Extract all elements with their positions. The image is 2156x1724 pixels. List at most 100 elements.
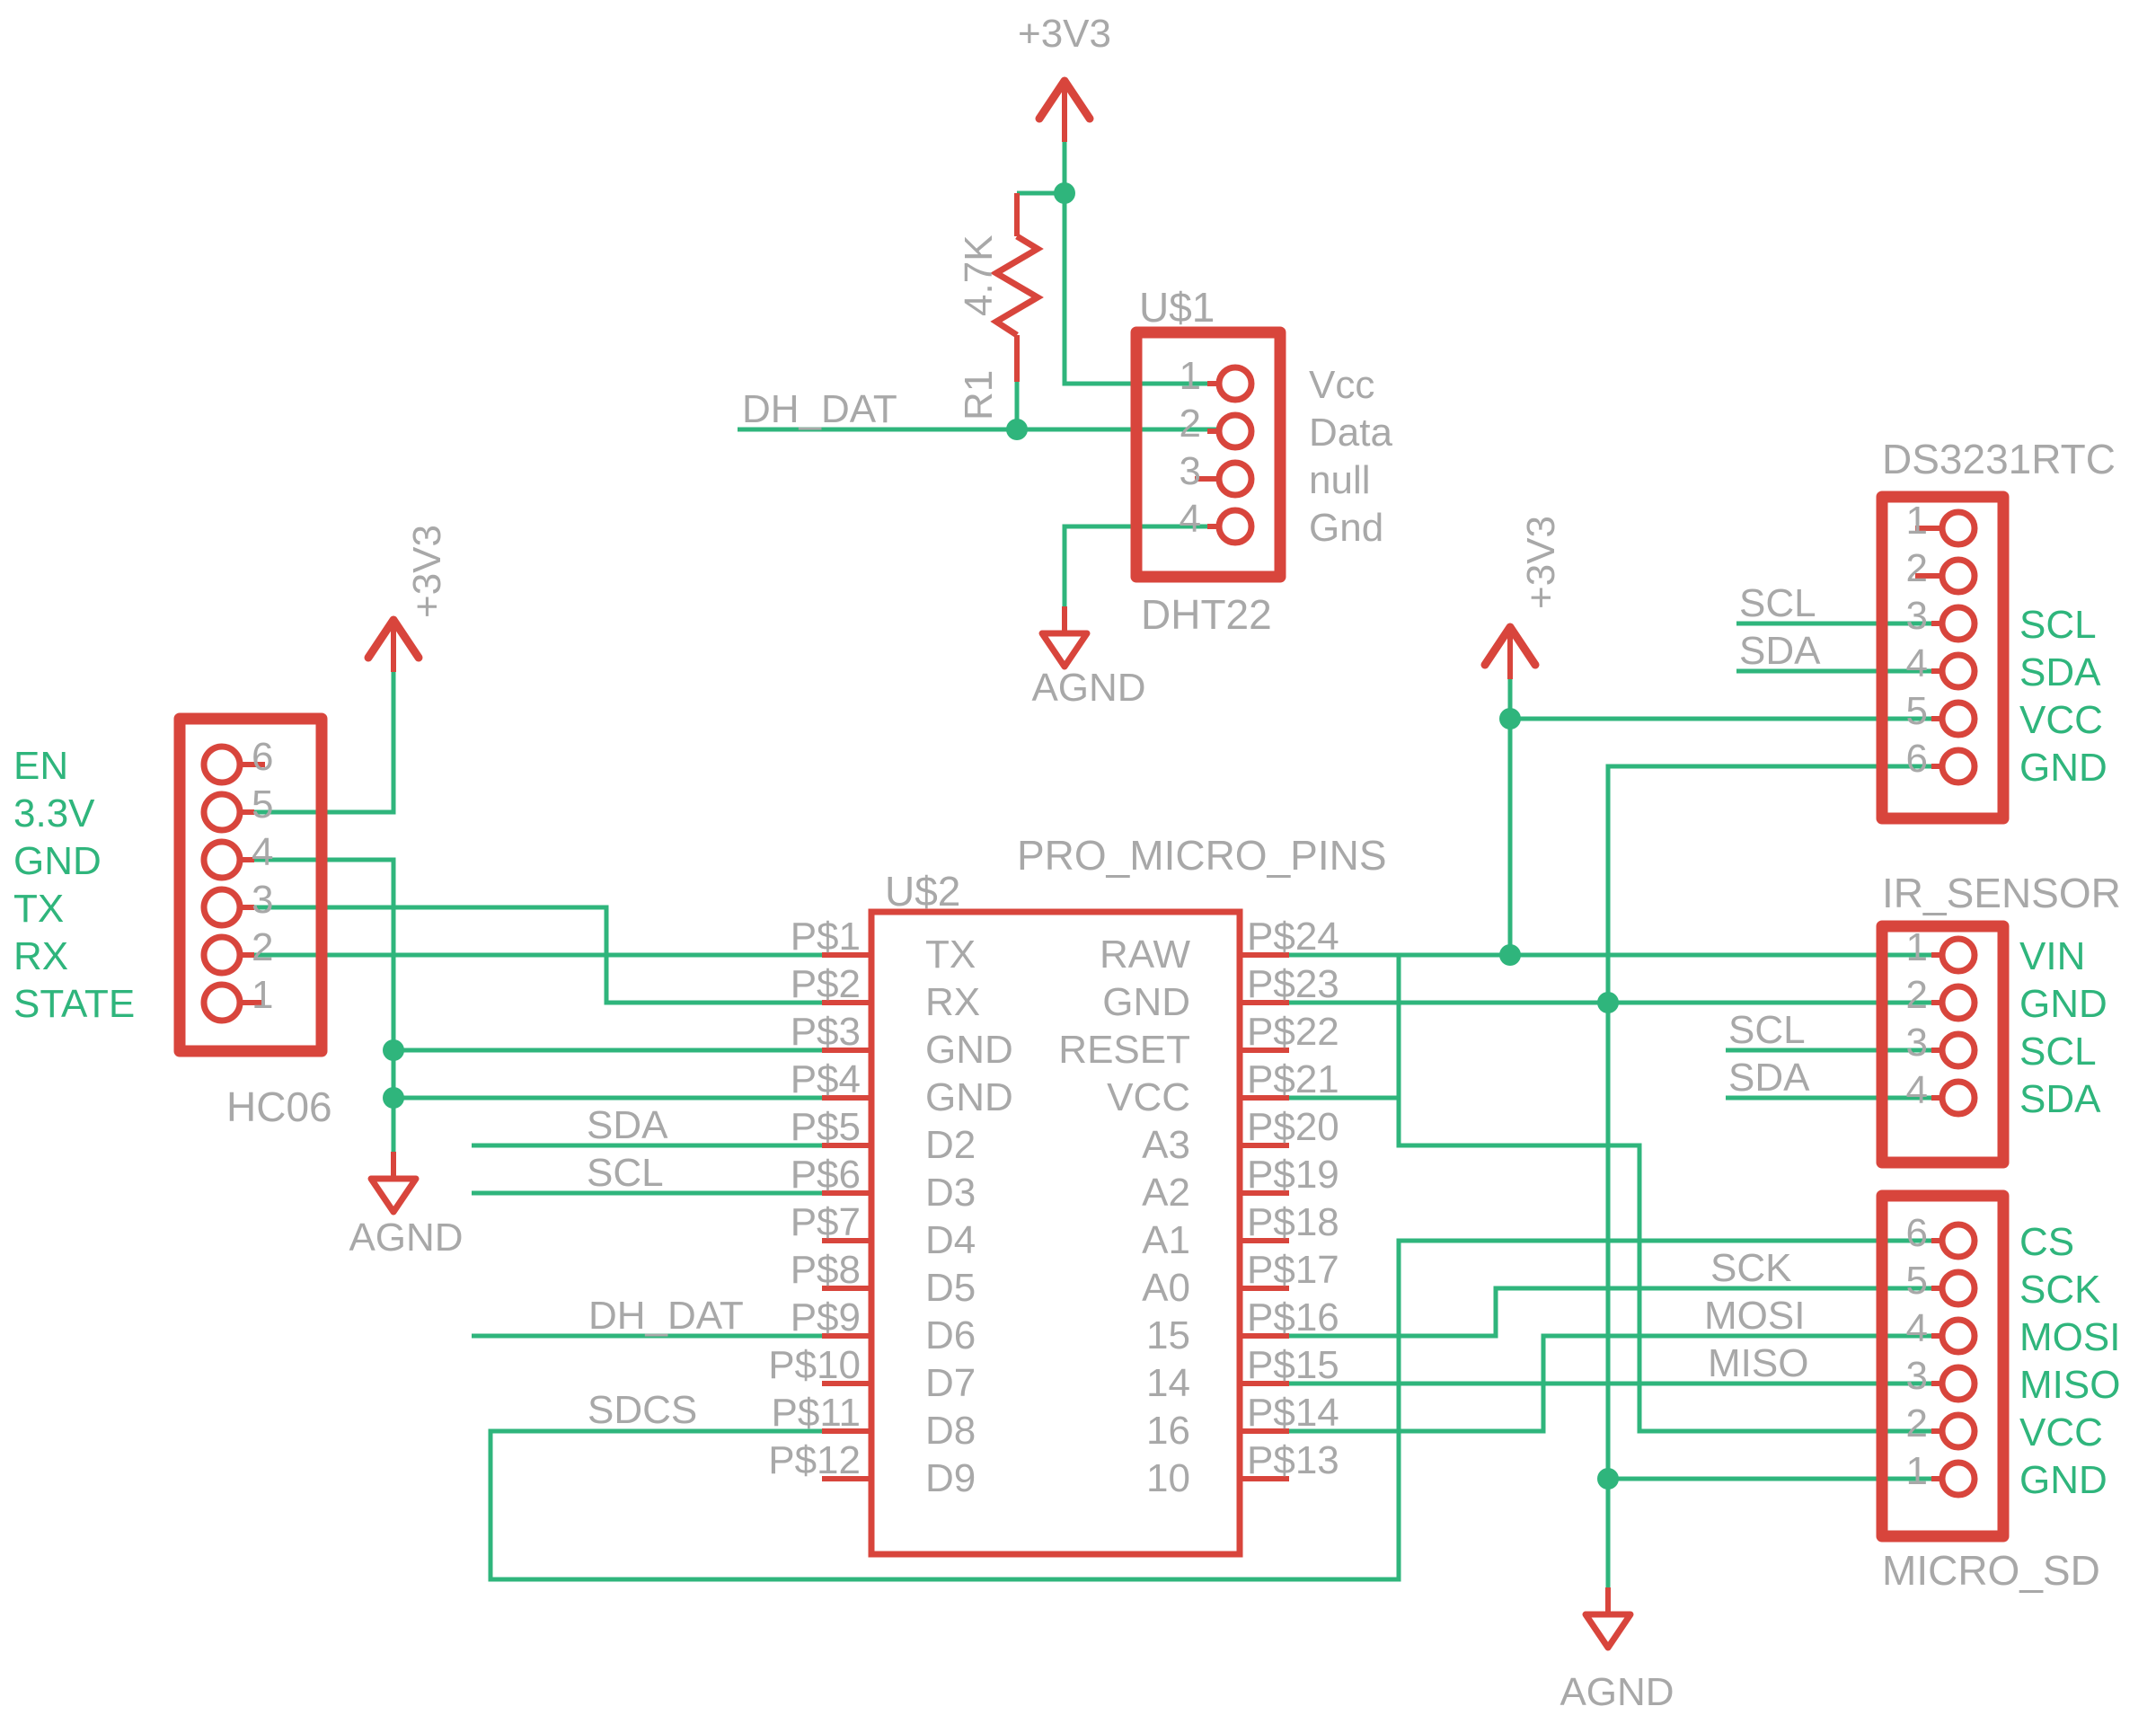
pad-label: P$9 [791, 1295, 861, 1339]
pro-micro-left-leads [822, 952, 871, 1481]
ir-pin-label: SDA [2019, 1077, 2101, 1121]
junction-3v3-dsvcc [1499, 708, 1521, 729]
supply-label: +3V3 [1018, 12, 1111, 56]
sd-pin-label: CS [2019, 1220, 2074, 1264]
dht22-name: DHT22 [1141, 591, 1272, 638]
hc06-pin-label: GND [13, 839, 102, 883]
resistor-zigzag-icon [990, 234, 1044, 338]
pin-name: GND [925, 1028, 1013, 1072]
sd-pin-label: VCC [2019, 1410, 2103, 1454]
pad-label: P$11 [772, 1391, 862, 1435]
pin-name: RESET [1058, 1028, 1190, 1072]
ground-agnd-top: AGND [1031, 606, 1146, 710]
gnd-label: AGND [349, 1216, 463, 1260]
net-label-dhdat-top: DH_DAT [742, 387, 897, 431]
sd-pin-lead [1931, 1238, 1942, 1481]
pin-name: RAW [1100, 933, 1190, 977]
supply-3v3-left: +3V3 [364, 525, 449, 672]
junction-gnd-sd [1597, 1468, 1619, 1490]
net-label-sd-mosi: MOSI [1704, 1294, 1805, 1338]
ir-pin-number: 2 [1906, 973, 1928, 1017]
ds3231-pin-circle-3 [1939, 604, 1978, 643]
pro-micro-body [868, 908, 1243, 1558]
hc06-pin-number: 4 [252, 830, 273, 874]
pad-label: P$23 [1247, 962, 1339, 1006]
pad-label: P$6 [791, 1153, 861, 1197]
dht22-pin-label: Vcc [1309, 363, 1374, 407]
up-arrow-icon [1035, 76, 1094, 123]
hc06-pin-label: RX [13, 934, 68, 978]
up-arrow-icon [364, 615, 423, 662]
ir-pin-number: 4 [1906, 1068, 1928, 1112]
ir-sensor-body [1876, 920, 2010, 1169]
supply-label: +3V3 [405, 525, 449, 618]
ds3231-pin-number: 6 [1906, 737, 1928, 781]
ds3231-body [1876, 491, 2010, 825]
ir-pin-circle-3 [1939, 1030, 1978, 1070]
gnd-label: AGND [1031, 666, 1145, 710]
junction-gnd-p4 [383, 1087, 404, 1109]
net-label-sdcs: SDCS [588, 1388, 697, 1432]
hc06-pin-circle-5 [200, 791, 243, 834]
pin-name: 15 [1146, 1313, 1190, 1357]
net-labels: DH_DAT SDA SCL DH_DAT SDCS SCL SDA SCL S… [587, 387, 1821, 1432]
sd-pin-number: 2 [1906, 1401, 1928, 1446]
dht22-pin-lead [1195, 381, 1219, 529]
wire-dht-gnd-to-agnd [1062, 524, 1219, 606]
hc06-pin-label: TX [13, 887, 64, 931]
dht22-pin-label: Data [1309, 411, 1392, 455]
sd-pin-number: 3 [1906, 1354, 1928, 1398]
ds3231-pin-label: VCC [2019, 698, 2103, 742]
hc06-pin-number: 5 [252, 782, 273, 827]
pin-name: D3 [925, 1171, 976, 1215]
ds3231-pin-lead [1915, 526, 1942, 769]
sd-pin-circle-3 [1939, 1364, 1978, 1403]
supply-label: +3V3 [1519, 516, 1563, 609]
hc06-pin-number: 3 [252, 878, 273, 922]
component-dht22: U$1 DHT22 1 2 3 4 Vcc Data null Gnd [1130, 284, 1392, 638]
ir-pin-circle-4 [1939, 1078, 1978, 1118]
pin-name: D9 [925, 1456, 976, 1500]
junction-3v3-raw [1499, 944, 1521, 966]
junction-3v3-top [1054, 182, 1075, 204]
wire-3v3-snake-to-sd-vcc [1396, 955, 1931, 1434]
pad-label: P$19 [1247, 1153, 1339, 1197]
wire-3v3-to-dht-vcc [1062, 193, 1219, 386]
pad-label: P$22 [1247, 1010, 1339, 1054]
hc06-pin-lead [240, 762, 265, 1005]
pin-name: RX [925, 980, 980, 1024]
junction-dhdat [1006, 419, 1028, 440]
wire-hc06-33v-to-3v3 [243, 672, 396, 815]
hc06-pin-circle-6 [200, 743, 243, 786]
hc06-body [173, 712, 328, 1057]
gnd-triangle-icon [367, 1175, 420, 1216]
dht22-pin-circle-4 [1215, 507, 1255, 546]
hc06-pin-circle-2 [200, 933, 243, 977]
pin-name: 10 [1146, 1456, 1190, 1500]
pad-label: P$21 [1247, 1057, 1339, 1101]
sd-pin-number: 5 [1906, 1259, 1928, 1303]
net-label-sd-sck: SCK [1710, 1246, 1791, 1290]
ds3231-pin-circle-2 [1939, 556, 1978, 596]
hc06-pin-number: 1 [252, 973, 273, 1017]
supply-3v3-top: +3V3 [1018, 12, 1111, 142]
ds3231-pin-number: 4 [1906, 641, 1928, 685]
gnd-triangle-icon [1038, 630, 1091, 670]
pad-label: P$3 [791, 1010, 861, 1054]
ds3231-pin-number: 5 [1906, 689, 1928, 733]
pin-name: D4 [925, 1218, 976, 1262]
ds3231-pin-circle-5 [1939, 699, 1978, 738]
pad-label: P$16 [1247, 1295, 1339, 1339]
ir-pin-number: 1 [1906, 925, 1928, 969]
hc06-pin-label: STATE [13, 982, 135, 1026]
pin-name: GND [1102, 980, 1190, 1024]
ir-pin-label: VIN [2019, 934, 2085, 978]
pad-label: P$5 [791, 1105, 861, 1149]
pro-micro-title: PRO_MICRO_PINS [1017, 832, 1387, 879]
pad-label: P$10 [768, 1343, 861, 1387]
dht22-pin-number: 2 [1180, 402, 1201, 446]
gnd-label: AGND [1560, 1670, 1674, 1714]
dht22-pin-circle-2 [1215, 411, 1255, 451]
